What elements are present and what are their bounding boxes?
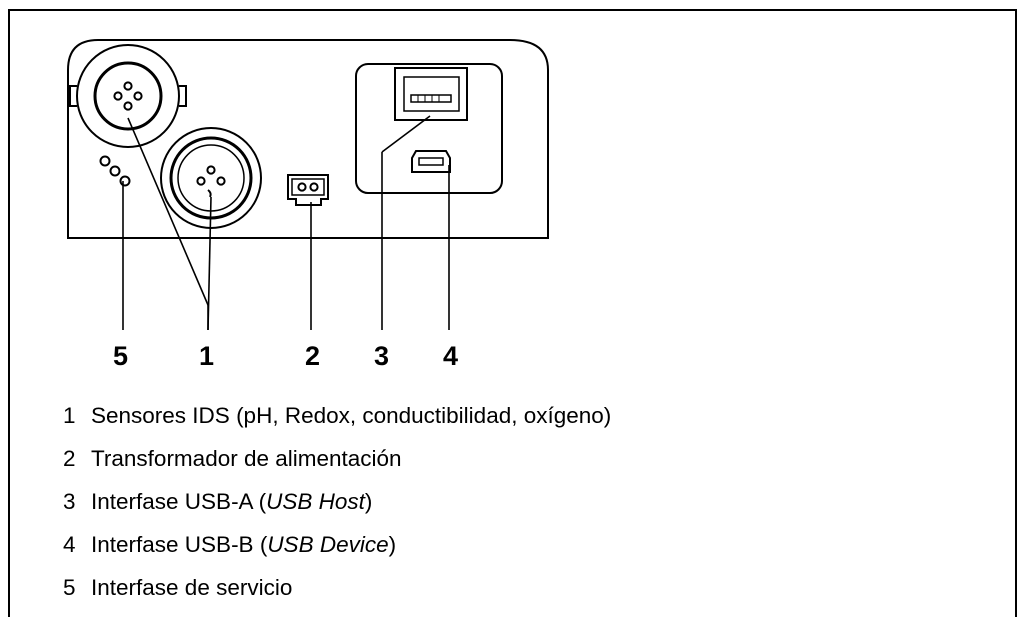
legend-number: 2: [63, 446, 76, 471]
figure-frame: [8, 9, 1017, 617]
legend-item-4: 4 Interfase USB-B (USB Device): [63, 523, 611, 566]
legend-text: Interfase de servicio: [91, 575, 293, 600]
legend-item-2: 2 Transformador de alimentación: [63, 437, 611, 480]
legend-item-1: 1 Sensores IDS (pH, Redox, conductibilida…: [63, 394, 611, 437]
legend-text-start: Interfase USB-A (: [91, 489, 267, 514]
callout-3: 3: [374, 341, 390, 371]
service-interface-contacts: [99, 155, 131, 187]
legend-list: 1 Sensores IDS (pH, Redox, conductibilida…: [63, 394, 611, 609]
legend-text-start: Interfase USB-B (: [91, 532, 268, 557]
legend-item-5: 5 Interfase de servicio: [63, 566, 611, 609]
ids-sensor-socket-upper: [69, 44, 187, 148]
legend-text-italic: USB Device: [267, 532, 389, 557]
leader-lines: [122, 115, 450, 331]
usb-b-port: [411, 150, 451, 173]
usb-panel: [355, 63, 503, 194]
callout-2: 2: [305, 341, 321, 371]
callout-4: 4: [443, 341, 459, 371]
callout-5: 5: [113, 341, 129, 371]
legend-text-end: ): [388, 532, 397, 557]
legend-text-end: ): [364, 489, 373, 514]
usb-a-port: [394, 67, 468, 121]
legend-number: 3: [63, 489, 76, 514]
callout-1: 1: [199, 341, 215, 371]
legend-text-italic: USB Host: [266, 489, 365, 514]
legend-number: 4: [63, 532, 76, 557]
legend-number: 5: [63, 575, 76, 600]
power-supply-jack: [287, 174, 329, 206]
legend-text: Transformador de alimentación: [91, 446, 402, 471]
legend-text: Sensores IDS (pH, Redox, conductibilidad…: [91, 403, 612, 428]
device-housing: [67, 39, 549, 239]
legend-item-3: 3 Interfase USB-A (USB Host): [63, 480, 611, 523]
legend-number: 1: [63, 403, 76, 428]
